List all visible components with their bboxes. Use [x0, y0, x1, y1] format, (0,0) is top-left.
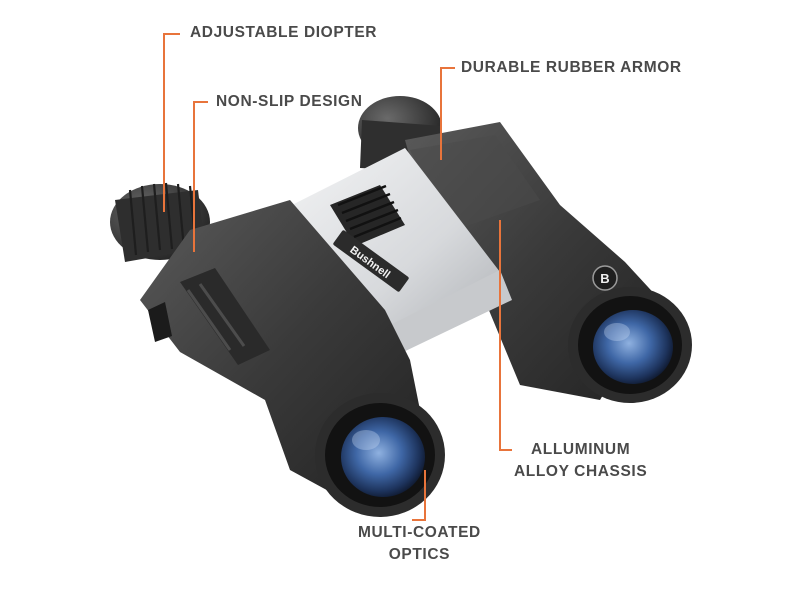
leader-non-slip-design: [193, 101, 208, 252]
leader-multi-coated: [412, 470, 426, 521]
label-non-slip-design: NON-SLIP DESIGN: [216, 93, 363, 110]
label-multi-coated-line1: MULTI-COATED: [358, 524, 481, 541]
label-alloy-chassis-line1: ALLUMINUM: [531, 441, 631, 458]
label-multi-coated-line2: OPTICS: [388, 546, 451, 563]
svg-text:B: B: [600, 271, 609, 286]
brand-badge-icon: B: [592, 265, 618, 291]
right-objective-lens: [568, 287, 692, 403]
leader-rubber-armor: [440, 67, 455, 160]
leader-alloy-chassis: [499, 220, 512, 451]
left-objective-lens: [315, 393, 445, 517]
label-alloy-chassis-line2: ALLOY CHASSIS: [514, 463, 648, 480]
focus-wheel: [330, 184, 405, 246]
leader-adjustable-diopter: [163, 33, 180, 212]
label-multi-coated-optics: MULTI-COATED OPTICS: [358, 522, 481, 566]
label-durable-rubber-armor: DURABLE RUBBER ARMOR: [461, 59, 682, 76]
leader-lines: [163, 33, 512, 521]
alloy-chassis-bridge: Bushnell: [282, 148, 512, 356]
label-adjustable-diopter: ADJUSTABLE DIOPTER: [190, 24, 378, 41]
label-alloy-chassis: ALLUMINUM ALLOY CHASSIS: [514, 439, 647, 483]
